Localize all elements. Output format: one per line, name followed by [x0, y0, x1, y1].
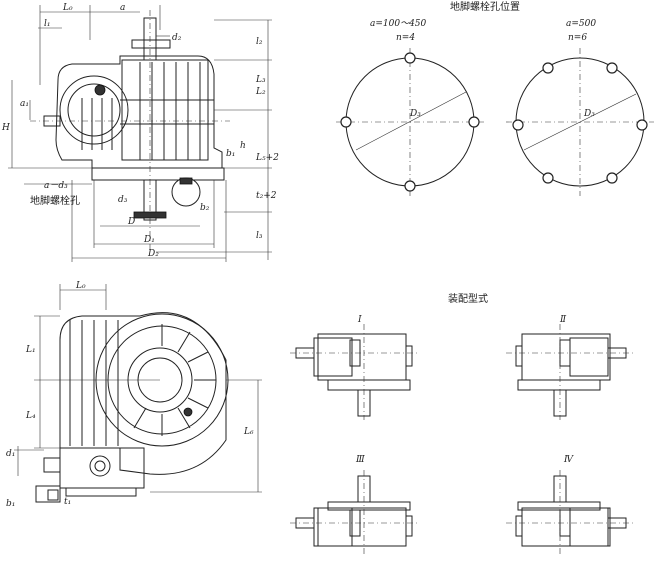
dim-l1: l₁ — [44, 19, 51, 29]
dim-lo: L₀ — [62, 3, 73, 13]
pattern2-hole — [512, 119, 524, 131]
side-view: L₀ L₁ L₄ — [6, 281, 262, 509]
dim-t2: t₂+2 — [256, 191, 277, 201]
assembly-types: 装配型式 Ⅰ Ⅱ Ⅲ — [290, 292, 634, 556]
side-dim-lo: L₀ — [75, 281, 86, 291]
dim-a1: a₁ — [20, 99, 29, 109]
dim-h: h — [240, 141, 246, 151]
assembly-III-numeral: Ⅲ — [355, 455, 365, 465]
pattern1-hole — [404, 180, 416, 192]
pattern1-hole — [340, 116, 352, 128]
pattern1-count: n=4 — [396, 33, 415, 43]
pattern1-hole — [404, 52, 416, 64]
pattern2-hole — [606, 172, 618, 184]
dim-b1: b₁ — [226, 149, 235, 159]
assembly-II: Ⅱ — [506, 315, 634, 420]
bolt-hole-caption: 地脚螺栓孔 — [30, 194, 80, 207]
pattern1-hole — [468, 116, 480, 128]
pattern2-count: n=6 — [568, 33, 587, 43]
dim-l3: l₃ — [256, 231, 263, 241]
dim-b2: b₂ — [200, 203, 210, 213]
pattern2-range: a=500 — [566, 19, 596, 29]
dim-L2: L₂ — [255, 87, 266, 97]
front-view: L₀ a l₁ d₂ — [1, 3, 279, 262]
pattern2-hole — [606, 62, 618, 74]
worm-housing — [59, 447, 145, 489]
assembly-III: Ⅲ — [290, 455, 420, 556]
pattern1-range: a=100～450 — [370, 19, 427, 29]
pattern2-diameter: D₃ — [583, 109, 595, 119]
dim-d3: d₃ — [118, 195, 128, 205]
pattern2-hole — [636, 119, 648, 131]
assembly-types-title: 装配型式 — [448, 292, 488, 305]
assembly-IV: Ⅳ — [506, 455, 634, 556]
assembly-II-numeral: Ⅱ — [559, 315, 567, 325]
side-dim-L1: L₁ — [25, 345, 36, 355]
side-dim-b1: b₁ — [6, 499, 15, 509]
dim-H: H — [1, 123, 10, 133]
bolt-positions-title: 地脚螺栓孔位置 — [450, 0, 520, 13]
side-dim-L6: L₆ — [243, 427, 254, 437]
dim-ad3: a－d₃ — [44, 181, 68, 191]
side-dim-L4: L₄ — [25, 411, 36, 421]
side-dim-d1: d₁ — [6, 449, 15, 459]
assembly-I: Ⅰ — [290, 315, 420, 420]
dim-D: D — [127, 217, 135, 227]
dim-D1: D₁ — [143, 235, 155, 245]
pattern2-hole — [542, 62, 554, 74]
dim-a: a — [120, 3, 125, 13]
pattern2-hole — [542, 172, 554, 184]
dim-L5: L₅+2 — [255, 153, 279, 163]
bolt-positions: 地脚螺栓孔位置 a=100～450 n=4 D₃ a=500 n=6 D₃ — [336, 0, 654, 196]
dim-l2: l₂ — [256, 37, 263, 47]
assembly-I-numeral: Ⅰ — [357, 315, 362, 325]
assembly-IV-numeral: Ⅳ — [563, 455, 574, 465]
dim-d2: d₂ — [172, 33, 182, 43]
dim-L3: L₃ — [255, 75, 266, 85]
side-dim-t1: t₁ — [64, 497, 71, 507]
pattern1-diameter: D₃ — [409, 109, 421, 119]
dim-D2: D₂ — [147, 249, 159, 259]
